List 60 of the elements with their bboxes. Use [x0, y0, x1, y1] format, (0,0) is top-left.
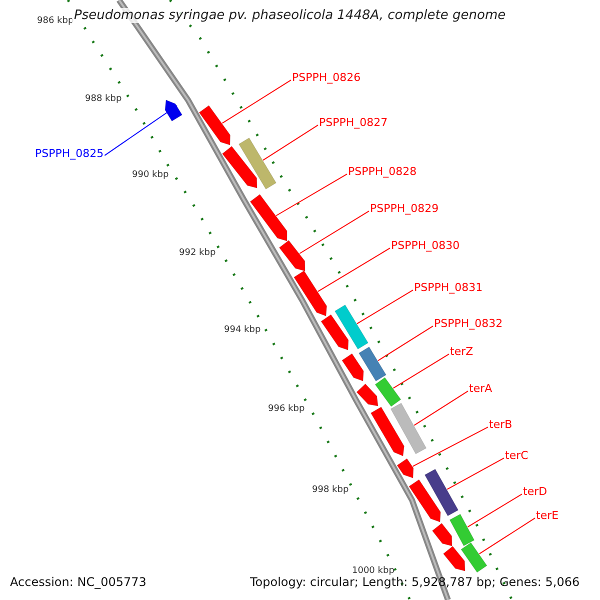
leader-line	[414, 390, 468, 426]
scale-label: 986 kbp	[37, 16, 74, 26]
gene-label: PSPPH_0831	[414, 281, 483, 294]
gene-feature	[222, 146, 258, 188]
scale-label: 994 kbp	[224, 325, 261, 335]
gene-feature	[198, 105, 230, 146]
leader-line	[478, 518, 536, 554]
gene-label: terC	[505, 449, 528, 462]
scale-label: 988 kbp	[85, 94, 122, 104]
accession-note: Accession: NC_005773	[10, 575, 146, 589]
leader-line	[412, 426, 488, 467]
gene-label: terD	[523, 485, 548, 498]
gene-feature	[432, 523, 452, 546]
gene-bar	[449, 514, 475, 546]
leader-line	[378, 326, 434, 362]
gene-feature	[279, 240, 306, 272]
leader-line	[276, 174, 348, 216]
gene-bar	[390, 402, 426, 454]
leader-line	[392, 354, 450, 389]
leader-line	[356, 290, 414, 324]
scale-label: 990 kbp	[132, 170, 169, 180]
gene-feature	[370, 406, 404, 456]
gene-label: PSPPH_0827	[319, 116, 388, 129]
gene-feature	[342, 353, 364, 382]
scale-label: 1000 kbp	[352, 566, 394, 576]
scale-label: 998 kbp	[312, 485, 349, 495]
gene-bar	[424, 468, 458, 516]
gene-label: PSPPH_0829	[370, 202, 439, 215]
gene-label: PSPPH_0826	[292, 71, 361, 84]
gene-bar	[460, 542, 488, 573]
title: Pseudomonas syringae pv. phaseolicola 1448A, complete genome	[72, 8, 508, 23]
gene-label: PSPPH_0832	[434, 317, 503, 330]
scale-label: 992 kbp	[179, 248, 216, 258]
gene-label: PSPPH_0828	[348, 165, 417, 178]
gene-feature	[320, 314, 349, 350]
gene-feature	[164, 100, 182, 122]
gene-bar	[358, 346, 386, 382]
gene-feature	[294, 270, 327, 316]
gene-feature	[443, 546, 466, 572]
gene-label: terE	[536, 509, 559, 522]
leader-line	[222, 80, 292, 124]
leader-line	[262, 124, 318, 161]
gene-label: terB	[489, 418, 512, 431]
gene-bar	[374, 377, 402, 407]
leader-line	[317, 248, 390, 292]
gene-feature	[250, 194, 288, 242]
gene-feature	[396, 458, 414, 478]
gene-label: PSPPH_0825	[35, 147, 104, 160]
scale-label: 996 kbp	[268, 404, 305, 414]
leader-line	[467, 494, 522, 528]
leader-line	[299, 210, 370, 254]
gene-feature	[408, 479, 441, 522]
gene-bar	[238, 138, 276, 190]
genome-summary: Topology: circular; Length: 5,928,787 bp; Genes: 5,066	[250, 575, 580, 589]
gene-bar	[334, 304, 368, 350]
gene-label: terZ	[450, 345, 474, 358]
leader-line	[446, 458, 504, 490]
gene-label: PSPPH_0830	[391, 239, 460, 252]
gene-label: terA	[469, 382, 492, 395]
gene-feature	[356, 384, 378, 406]
